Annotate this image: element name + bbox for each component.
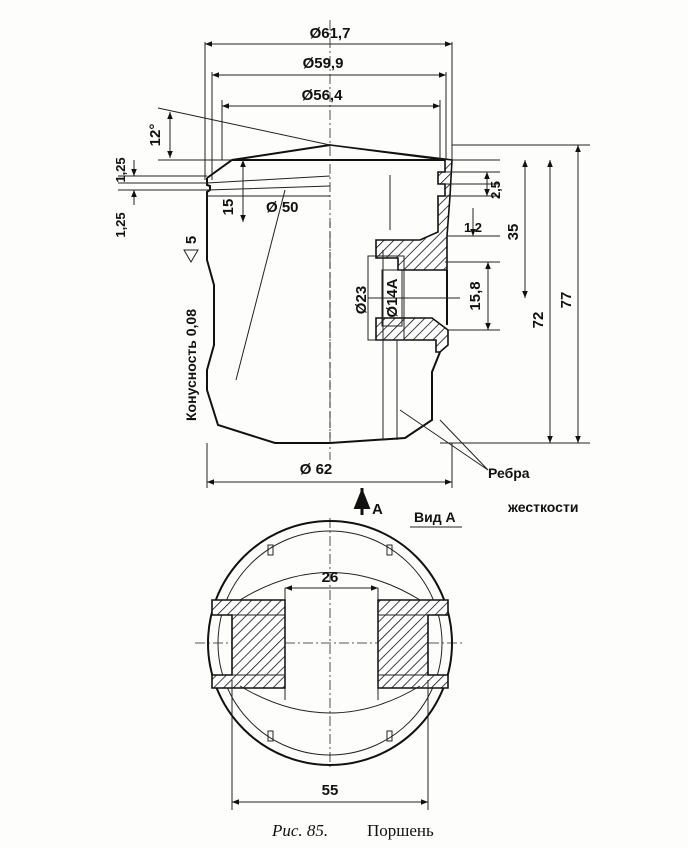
note-ribs-1: Ребра xyxy=(488,465,530,481)
dim-d23: Ø23 xyxy=(353,286,370,314)
caption-number: Рис. 85. xyxy=(271,821,328,840)
note-taper: Конусность 0,08 xyxy=(183,309,199,421)
dim-d14a: Ø14А xyxy=(384,278,401,317)
dim-h15-8: 15,8 xyxy=(467,281,484,310)
dim-h1-25-bot: 1,25 xyxy=(113,212,128,237)
caption-title: Поршень xyxy=(367,821,434,840)
dim-w55: 55 xyxy=(322,782,339,799)
note-ribs-2: жесткости xyxy=(507,499,578,515)
dim-w26: 26 xyxy=(322,569,339,586)
rib-arcs xyxy=(239,572,421,714)
slot-2 xyxy=(386,544,393,556)
slot-3 xyxy=(267,730,274,742)
dim-h72: 72 xyxy=(530,312,547,329)
leader-ribs xyxy=(399,409,489,471)
view-arrow-label: А xyxy=(372,501,383,518)
view-a-title: Вид А xyxy=(414,509,456,525)
surface-triangle-icon xyxy=(183,249,199,263)
ext-56-4 xyxy=(221,100,441,160)
angle-lines xyxy=(157,107,331,161)
ext-55 xyxy=(231,680,429,810)
dim-h2-5: 2,5 xyxy=(488,181,503,199)
section-lower-boss xyxy=(375,317,449,353)
dim-h1-2: 1,2 xyxy=(464,220,482,235)
dim-h77: 77 xyxy=(558,292,575,309)
ext-59-9 xyxy=(211,72,447,180)
ring-grooves xyxy=(206,175,331,197)
side-section-view: Ø61,7 Ø59,9 Ø56,4 12° 1,25 1,25 15 Ø 50 … xyxy=(113,20,590,518)
dim-d56-4: Ø56,4 xyxy=(302,87,344,104)
pin-hole-box xyxy=(381,269,403,327)
section-crown xyxy=(329,144,453,271)
dim-d50: Ø 50 xyxy=(266,199,299,216)
ext-1-25 xyxy=(118,175,207,191)
dim-h35: 35 xyxy=(505,224,522,241)
dim-h1-25-top: 1,25 xyxy=(113,157,128,182)
ext-61-7 xyxy=(204,42,453,180)
bottom-view-a: Вид А 26 55 xyxy=(195,509,465,810)
leader-d50 xyxy=(235,189,286,381)
dim-h15: 15 xyxy=(220,199,237,216)
rib-lines xyxy=(382,250,398,440)
dim-d61-7: Ø61,7 xyxy=(310,25,351,42)
dim-surface-5: 5 xyxy=(183,236,200,244)
slot-4 xyxy=(386,730,393,742)
slot-1 xyxy=(267,544,274,556)
dim-d59-9: Ø59,9 xyxy=(303,55,344,72)
boss-lines xyxy=(232,588,428,700)
dim-d62: Ø 62 xyxy=(300,461,333,478)
dim-angle-12: 12° xyxy=(147,124,164,147)
